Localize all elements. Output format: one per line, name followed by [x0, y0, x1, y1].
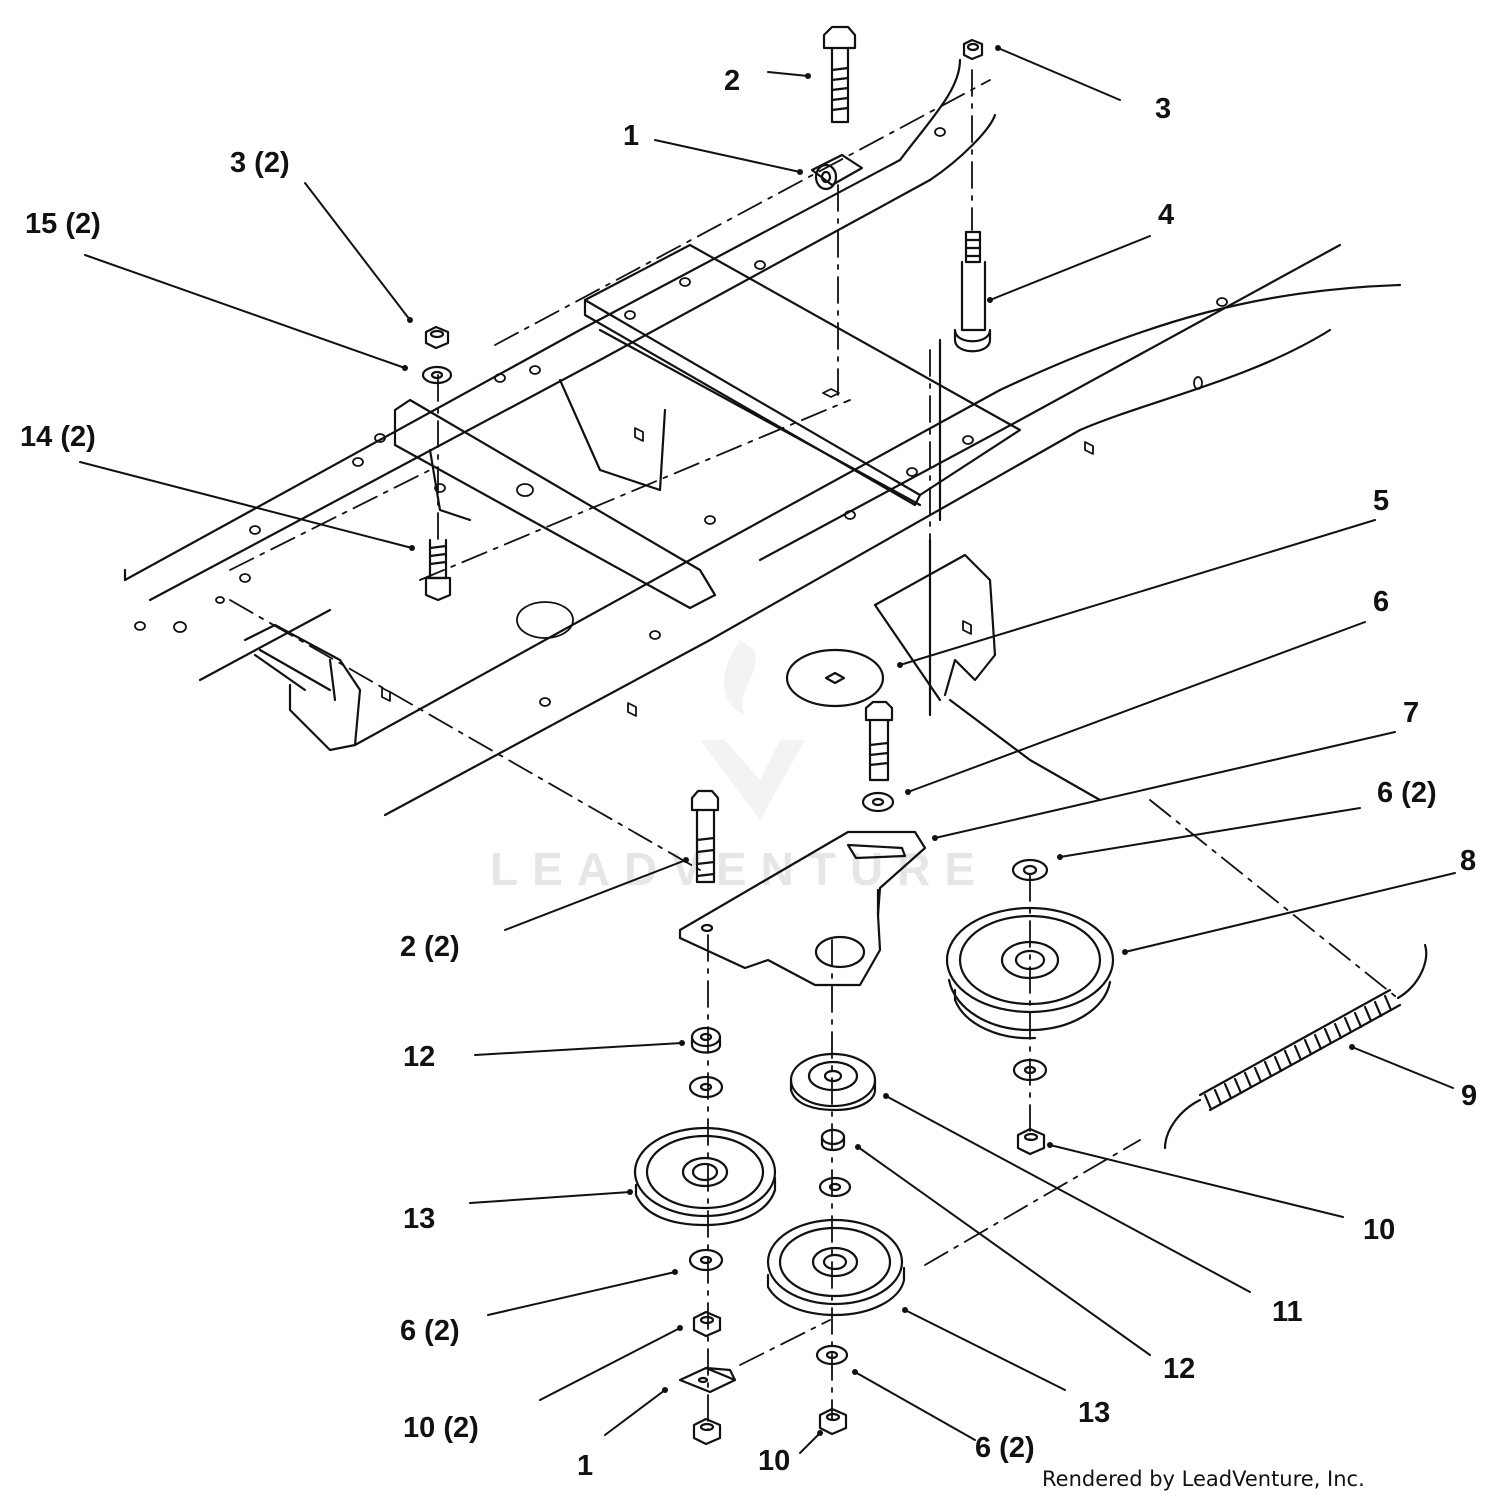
shoulder-stud: [953, 230, 992, 353]
callout-3-top: 3: [1155, 93, 1171, 125]
callout-9: 9: [1461, 1080, 1477, 1112]
callout-3x2: 3 (2): [230, 147, 290, 179]
washer-right-lower: [1012, 1058, 1048, 1082]
callout-2x2: 2 (2): [400, 931, 460, 963]
callout-6x2-c: 6 (2): [975, 1432, 1035, 1464]
nut-bottom-left: [692, 1417, 722, 1446]
callout-4: 4: [1158, 199, 1174, 231]
callout-10x2: 10 (2): [403, 1412, 479, 1444]
leader-lines: [79, 47, 1456, 1454]
bolt-mid: [861, 700, 895, 813]
bolt-2x2: [690, 789, 720, 884]
callout-5: 5: [1373, 485, 1389, 517]
spacer-plate: [785, 648, 885, 708]
callout-1-bottom: 1: [577, 1450, 593, 1482]
tension-spring: [1163, 943, 1428, 1150]
idler-arm: [678, 830, 927, 987]
washer-12-left: [690, 1026, 722, 1054]
callout-10-bottom: 10: [758, 1445, 790, 1477]
callout-6x2-a: 6 (2): [1377, 777, 1437, 809]
nut-center: [818, 1407, 848, 1436]
callout-6x2-b: 6 (2): [400, 1315, 460, 1347]
frame-holes: [134, 127, 1228, 717]
bushing-11: [789, 1052, 877, 1112]
callout-6: 6: [1373, 586, 1389, 618]
clip-top: [810, 153, 864, 191]
pulley-center: [766, 1218, 906, 1317]
washer-6x2-center: [815, 1344, 849, 1366]
callout-1-top: 1: [623, 120, 639, 152]
washer-12-center: [820, 1128, 846, 1152]
watermark-text: LEADVENTURE: [490, 843, 989, 895]
callout-13-left: 13: [403, 1203, 435, 1235]
callout-7: 7: [1403, 697, 1419, 729]
callout-15x2: 15 (2): [25, 208, 101, 240]
callout-8: 8: [1460, 845, 1476, 877]
pulley-left: [633, 1126, 777, 1227]
leader-dots: [402, 45, 1355, 1436]
nut-left: [424, 325, 450, 350]
washer-center-2: [818, 1176, 852, 1198]
callout-12-left: 12: [403, 1041, 435, 1073]
bolt-left: [424, 538, 452, 602]
washer-6x2-right: [1011, 858, 1049, 882]
callout-labels: 2 1 3 3 (2) 15 (2) 4 14 (2) 5 6 7 6 (2) …: [20, 65, 1477, 1482]
washer-left-2: [688, 1075, 724, 1099]
rendered-by-credit: Rendered by LeadVenture, Inc.: [1042, 1467, 1365, 1491]
callout-10: 10: [1363, 1214, 1395, 1246]
callout-14x2: 14 (2): [20, 421, 96, 453]
assembly-lines: [229, 69, 1401, 1431]
watermark-logo: [700, 640, 805, 820]
nut-10x2-left: [692, 1310, 722, 1338]
nut-right: [1016, 1127, 1046, 1156]
washer-6x2-left: [688, 1248, 724, 1272]
clip-bottom: [678, 1366, 737, 1394]
bolt-top: [822, 25, 857, 124]
washer-left: [421, 365, 453, 385]
nut-top: [962, 38, 984, 61]
callout-2-top: 2: [724, 65, 740, 97]
callout-13-right: 13: [1078, 1397, 1110, 1429]
pulley-right: [945, 906, 1115, 1040]
callout-11: 11: [1272, 1296, 1303, 1328]
callout-12-right: 12: [1163, 1353, 1195, 1385]
